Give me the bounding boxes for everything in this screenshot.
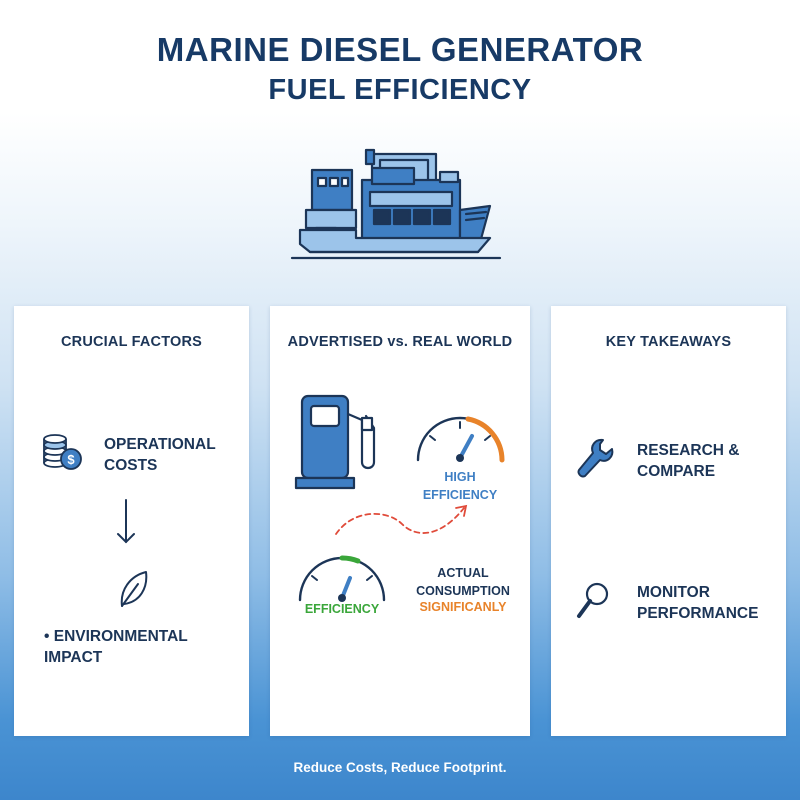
research-compare-label: RESEARCH & COMPARE (637, 442, 740, 480)
gauge-efficiency-icon (298, 555, 386, 602)
card-crucial-factors: CRUCIAL FACTORS $ OPERATIONAL COSTS • EN… (14, 306, 249, 736)
card-key-takeaways: KEY TAKEAWAYS RESEARCH & COMPARE MONITOR… (551, 306, 786, 736)
monitor-performance-label: MONITOR PERFORMANCE (637, 584, 759, 622)
gauge-high-icon (416, 416, 505, 463)
svg-text:$: $ (67, 452, 75, 467)
card-title: ADVERTISED vs. REAL WORLD (287, 334, 513, 350)
actual-consumption-label: ACTUAL CONSUMPTION (416, 566, 510, 598)
title-line-2: FUEL EFFICIENCY (268, 74, 532, 106)
wrench-icon (577, 438, 614, 478)
fuel-pump-icon (294, 394, 376, 490)
title-line-1: MARINE DIESEL GENERATOR (156, 31, 644, 68)
footer-tagline: Reduce Costs, Reduce Footprint. (293, 760, 507, 775)
efficiency-label: EFFICIENCY (304, 602, 380, 616)
operational-costs-label: OPERATIONAL COSTS (104, 436, 216, 474)
coins-dollar-icon: $ (43, 434, 82, 470)
magnifier-icon (577, 582, 609, 618)
significantly-label: SIGNIFICANLY (419, 600, 507, 614)
page-title: MARINE DIESEL GENERATOR FUEL EFFICIENCY (0, 30, 800, 108)
dashed-trend-arrow (335, 504, 468, 535)
arrow-down-icon (117, 499, 135, 544)
ship-generator-icon (290, 148, 502, 260)
high-efficiency-label: HIGH EFFICIENCY (422, 470, 498, 502)
card-title: CRUCIAL FACTORS (60, 334, 203, 350)
card-advertised-vs-real: ADVERTISED vs. REAL WORLD HIGH EFFICIENC… (270, 306, 530, 736)
environmental-impact-label: • ENVIRONMENTAL IMPACT (44, 628, 188, 666)
card-title: KEY TAKEAWAYS (605, 334, 732, 350)
leaf-icon (120, 571, 148, 607)
